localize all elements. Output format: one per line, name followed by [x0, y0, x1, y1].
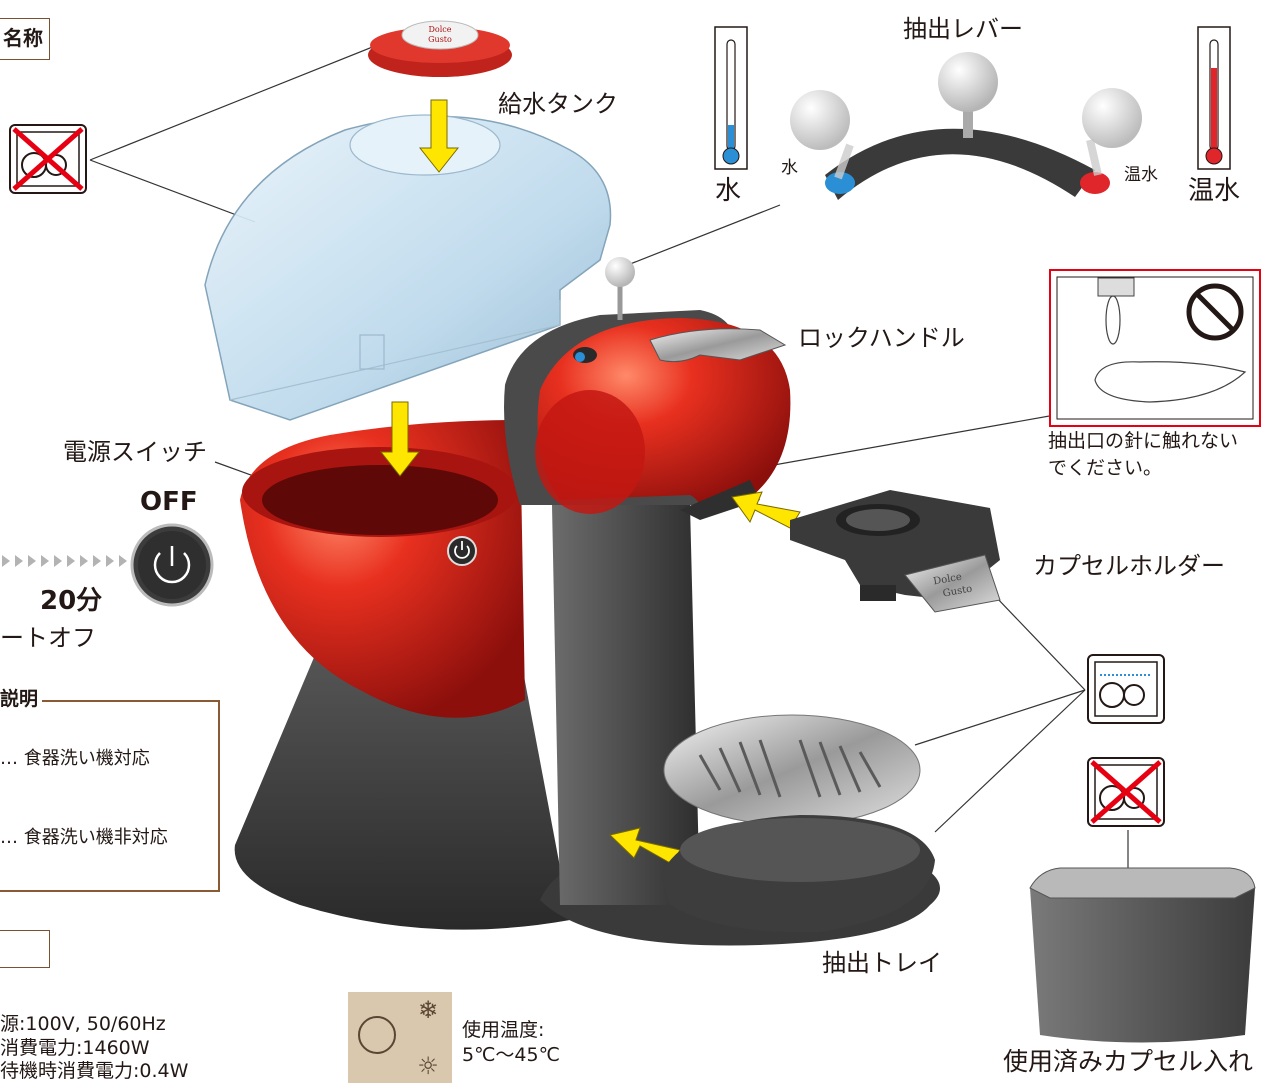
title-box: 名称	[0, 18, 50, 60]
svg-text:Dolce: Dolce	[428, 25, 451, 34]
svg-text:Gusto: Gusto	[942, 584, 973, 600]
water-tank-label: 給水タンク	[498, 90, 618, 118]
bowl-inside	[262, 465, 498, 535]
thermo-hot-label: 温水	[1188, 176, 1241, 206]
temperature-icon: ❄ ☼	[348, 992, 452, 1083]
needle-warning-line1: 抽出口の針に触れない	[1048, 430, 1239, 452]
hot-indicator	[1080, 172, 1110, 194]
brew-lever-diagram	[790, 52, 1142, 200]
top-lever-ball	[605, 257, 635, 287]
lever-water-label: 水	[781, 158, 798, 178]
lock-handle-label: ロックハンドル	[798, 324, 965, 352]
temperature-label: 使用温度:	[462, 1019, 545, 1041]
dishwasher-ng-icon	[1087, 757, 1165, 827]
lever-ball-left	[790, 90, 850, 150]
arrow-tray	[608, 827, 681, 865]
lock-handle	[649, 328, 787, 363]
needle-warning-box	[1049, 269, 1261, 427]
svg-text:Gusto: Gusto	[428, 35, 452, 44]
capsule-holder-grip	[904, 554, 1001, 613]
tank-valve	[359, 334, 385, 370]
brew-outlet	[680, 480, 760, 520]
legend-dishwasher-ok: … 食器洗い機対応	[0, 748, 150, 769]
hand-illustration	[1094, 361, 1247, 403]
spec-power-source: 源:100V, 50/60Hz	[0, 1013, 166, 1035]
lid-logo-disc	[401, 20, 479, 50]
arrow-capsule	[731, 491, 801, 529]
title-text: 名称	[3, 26, 43, 50]
snowflake-icon: ❄	[418, 996, 438, 1024]
off-label: OFF	[140, 487, 198, 517]
spec-power-consumption: 消費電力:1460W	[0, 1037, 150, 1059]
drip-grid-slots	[698, 739, 882, 798]
lever-ball-center	[938, 52, 998, 112]
power-switch[interactable]	[447, 536, 477, 566]
capsule-holder-label: カプセルホルダー	[1033, 552, 1225, 580]
arrow-tank	[379, 401, 421, 477]
temperature-range: 5℃〜45℃	[462, 1044, 560, 1066]
thermo-water-label: 水	[715, 176, 742, 206]
thermometer-cold-icon	[714, 26, 748, 170]
auto-off-label: ートオフ	[0, 624, 96, 652]
svg-text:Dolce: Dolce	[932, 572, 962, 588]
needle-warning-line2: でください。	[1048, 457, 1163, 479]
minutes-label: 20分	[40, 586, 103, 616]
dishwasher-ng-icon	[9, 124, 87, 194]
power-switch-label: 電源スイッチ	[63, 438, 207, 466]
dishwasher-ok-icon	[1087, 654, 1165, 724]
power-switch-icon	[454, 545, 470, 559]
tank-opening	[349, 114, 501, 176]
thermometer-hot-icon	[1197, 26, 1231, 170]
lever-hot-label: 温水	[1124, 165, 1158, 185]
used-capsule-bin-label: 使用済みカプセル入れ	[1003, 1047, 1254, 1076]
arrow-tank-lid	[418, 99, 460, 173]
head-side-panel	[535, 390, 645, 514]
drip-tray-label: 抽出トレイ	[822, 949, 942, 977]
sun-icon: ☼	[417, 1052, 439, 1080]
drip-grid	[663, 714, 921, 826]
central-column	[552, 505, 700, 905]
water-tank	[204, 115, 612, 421]
cold-indicator	[825, 172, 855, 194]
legend-box	[0, 700, 220, 892]
used-capsule-bin	[1030, 888, 1255, 1043]
brew-lever-label: 抽出レバー	[903, 15, 1023, 43]
off-power-icon	[130, 523, 214, 607]
lever-indicator	[575, 352, 585, 362]
no-entry-icon	[1186, 283, 1244, 341]
legend-dishwasher-ng: … 食器洗い機非対応	[0, 827, 168, 848]
legend-title: 説明	[0, 690, 43, 709]
machine-base	[234, 655, 570, 930]
lever-ball-right	[1082, 88, 1142, 148]
timer-dots	[2, 555, 127, 567]
spec-header-box	[0, 930, 50, 968]
spec-standby-power: 待機時消費電力:0.4W	[0, 1060, 189, 1082]
